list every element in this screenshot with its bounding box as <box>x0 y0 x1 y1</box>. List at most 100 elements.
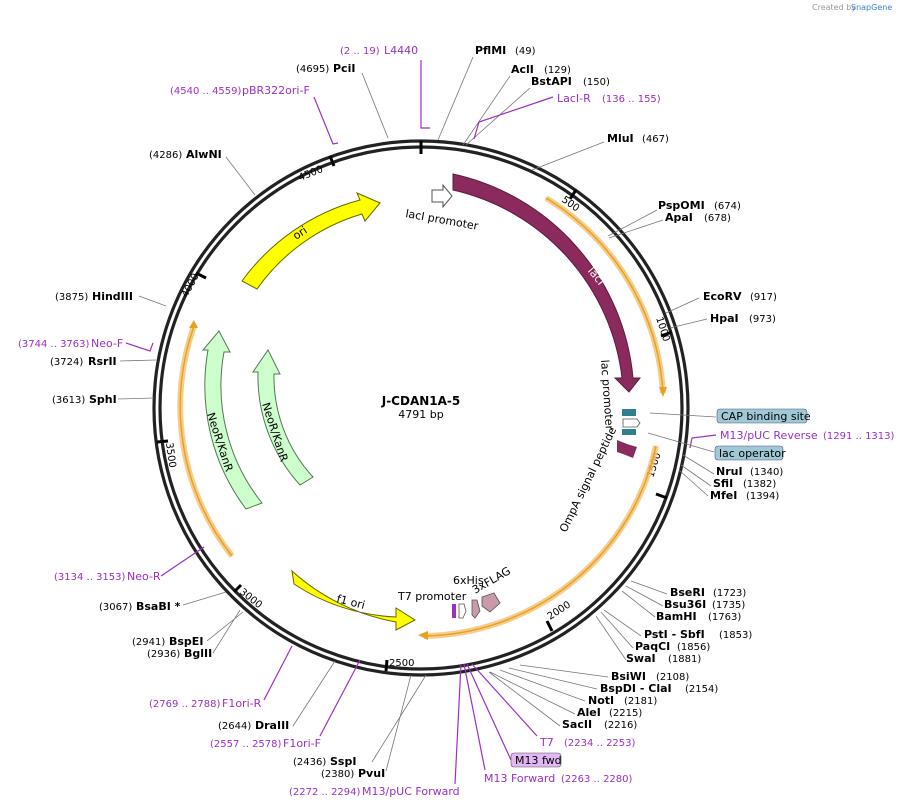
box-leaders <box>647 412 717 453</box>
svg-text:AlwNI: AlwNI <box>186 148 222 161</box>
svg-text:BspDI - ClaI: BspDI - ClaI <box>600 682 672 695</box>
primer-t7[interactable]: T7(2234 .. 2253) <box>539 736 636 749</box>
cap-binding-site-label: CAP binding site <box>721 410 811 423</box>
enzyme-sphi[interactable]: (3613)SphI <box>52 393 117 406</box>
leader-pspomi <box>607 209 658 237</box>
tick-1500 <box>655 492 668 500</box>
leader-alwni <box>225 156 256 196</box>
svg-text:(2181): (2181) <box>624 696 657 707</box>
enzyme-acli[interactable]: AclI(129) <box>511 63 571 76</box>
primer-neo-f[interactable]: (3744 .. 3763)Neo-F <box>18 337 123 350</box>
enzyme-mlui[interactable]: MluI(467) <box>607 132 669 145</box>
enzyme-nrui[interactable]: NruI(1340) <box>716 465 783 478</box>
f1-ori-arrow <box>291 569 416 631</box>
enzyme-bglii[interactable]: (2936)BglII <box>147 647 212 660</box>
enzyme-bamhi[interactable]: BamHI(1763) <box>656 610 741 623</box>
leader-bamhi <box>621 590 656 618</box>
enzyme-apai[interactable]: ApaI(678) <box>665 211 731 224</box>
svg-text:(136 .. 155): (136 .. 155) <box>602 94 661 105</box>
primer-mark-laci-r <box>473 96 554 140</box>
primer-l4440[interactable]: (2 .. 19)L4440 <box>340 44 418 57</box>
svg-text:(2215): (2215) <box>609 708 642 719</box>
snapgene-logo: SnapGene <box>851 3 892 12</box>
svg-text:AleI: AleI <box>577 706 601 719</box>
enzyme-noti[interactable]: NotI(2181) <box>588 694 657 707</box>
t7-region: T7 promoter 6xHis 3xFLAG <box>397 564 513 619</box>
svg-text:(1763): (1763) <box>708 612 741 623</box>
enzyme-alei[interactable]: AleI (2215) <box>577 706 642 719</box>
enzyme-pcii[interactable]: (4695)PciI <box>296 62 355 75</box>
enzyme-pspomi[interactable]: PspOMI(674) <box>658 199 741 212</box>
enzyme-paqci[interactable]: PaqCI(1856) <box>635 640 710 653</box>
enzyme-sacii[interactable]: SacII(2216) <box>562 718 637 731</box>
credit-text: Created by <box>812 3 856 12</box>
neoR-outer-label: NeoR/KanR <box>204 411 235 474</box>
ompA-arrow <box>617 440 637 458</box>
lac-operator-box <box>714 445 784 461</box>
primer-mark-m13-forward <box>463 663 486 771</box>
svg-text:(917): (917) <box>750 292 777 303</box>
enzyme-mfei[interactable]: MfeI(1394) <box>710 489 779 502</box>
svg-text:(2436): (2436) <box>293 757 326 768</box>
primer-m13puc-forward[interactable]: (2272 .. 2294)M13/pUC Forward <box>289 785 460 798</box>
svg-text:(3744 .. 3763): (3744 .. 3763) <box>18 339 90 350</box>
plasmid-name: J-CDAN1A-5 <box>381 394 461 408</box>
svg-text:(2234 .. 2253): (2234 .. 2253) <box>564 738 636 749</box>
primer-m13puc-reverse[interactable]: M13/pUC Reverse(1291 .. 1313) <box>720 429 895 442</box>
enzyme-psti-sbfi[interactable]: PstI - SbfI(1853) <box>644 628 752 641</box>
svg-text:(4695): (4695) <box>296 64 329 75</box>
feature-neoR-inner[interactable]: NeoR/KanR <box>252 349 314 486</box>
enzyme-labels: PflMI(49) AclI(129) BstAPI(150) MluI(467… <box>50 44 783 780</box>
enzyme-bspei[interactable]: (2941)BspEI <box>132 635 203 648</box>
enzyme-pflmi[interactable]: PflMI(49) <box>475 44 536 57</box>
enzyme-hindiii[interactable]: (3875)HindIII <box>55 290 133 303</box>
leader-nrui <box>682 454 715 475</box>
enzyme-bsu36i[interactable]: Bsu36I(1735) <box>664 598 745 611</box>
svg-text:(2380): (2380) <box>321 769 354 780</box>
enzyme-hpai[interactable]: HpaI(973) <box>710 312 776 325</box>
enzyme-bspdi-clai[interactable]: BspDI - ClaI(2154) <box>600 682 718 695</box>
feature-neoR-outer[interactable]: NeoR/KanR <box>201 330 263 510</box>
svg-text:(2263 .. 2280): (2263 .. 2280) <box>561 774 633 785</box>
primer-laci-r[interactable]: LacI-R(136 .. 155) <box>557 92 661 105</box>
tick-4500 <box>328 155 336 167</box>
enzyme-bsabi[interactable]: (3067)BsaBI * <box>99 600 181 613</box>
svg-text:BglII: BglII <box>184 647 212 660</box>
svg-text:Bsu36I: Bsu36I <box>664 598 706 611</box>
m13-fwd-box <box>510 752 562 768</box>
t7-promoter-label: T7 promoter <box>397 590 467 603</box>
primer-pbr322ori-f[interactable]: (4540 .. 4559)pBR322ori-F <box>170 84 310 97</box>
enzyme-bseri[interactable]: BseRI(1723) <box>670 586 746 599</box>
svg-text:BseRI: BseRI <box>670 586 705 599</box>
primer-mark-f1ori-f <box>319 659 361 737</box>
enzyme-pvui[interactable]: (2380)PvuI <box>321 767 385 780</box>
enzyme-rsrii[interactable]: (3724)RsrII <box>50 355 117 368</box>
enzyme-sspi[interactable]: (2436)SspI <box>293 755 356 768</box>
enzyme-bstapi[interactable]: BstAPI(150) <box>531 75 610 88</box>
primer-neo-r[interactable]: (3134 .. 3153)Neo-R <box>54 570 161 583</box>
svg-text:M13 Forward: M13 Forward <box>484 772 555 785</box>
enzyme-ecorv[interactable]: EcoRV(917) <box>703 290 777 303</box>
svg-text:Neo-R: Neo-R <box>127 570 161 583</box>
svg-text:M13/pUC Forward: M13/pUC Forward <box>362 785 460 798</box>
enzyme-swai[interactable]: SwaI(1881) <box>626 652 701 665</box>
primer-f1ori-f[interactable]: (2557 .. 2578)F1ori-F <box>210 737 321 750</box>
enzyme-bsiwi[interactable]: BsiWI(2108) <box>611 670 689 683</box>
svg-text:DraIII: DraIII <box>255 719 289 732</box>
leader-ecorv <box>665 297 700 314</box>
svg-text:SphI: SphI <box>89 393 117 406</box>
neoR-inner-label: NeoR/KanR <box>259 401 290 464</box>
primer-f1ori-r[interactable]: (2769 .. 2788)F1ori-R <box>149 697 262 710</box>
tick-label-2000: 2000 <box>546 599 573 622</box>
svg-text:F1ori-F: F1ori-F <box>283 737 321 750</box>
enzyme-draiii[interactable]: (2644)DraIII <box>218 719 289 732</box>
svg-text:(2941): (2941) <box>132 637 165 648</box>
enzyme-sfii[interactable]: SfiI(1382) <box>713 477 776 490</box>
feature-f1-ori[interactable]: f1 ori <box>291 569 416 631</box>
feature-ori[interactable]: ori <box>241 192 381 290</box>
svg-text:MluI: MluI <box>607 132 634 145</box>
svg-text:(2557 .. 2578): (2557 .. 2578) <box>210 739 282 750</box>
enzyme-alwni[interactable]: (4286)AlwNI <box>149 148 222 161</box>
primer-m13-forward[interactable]: M13 Forward (2263 .. 2280) <box>484 772 633 785</box>
